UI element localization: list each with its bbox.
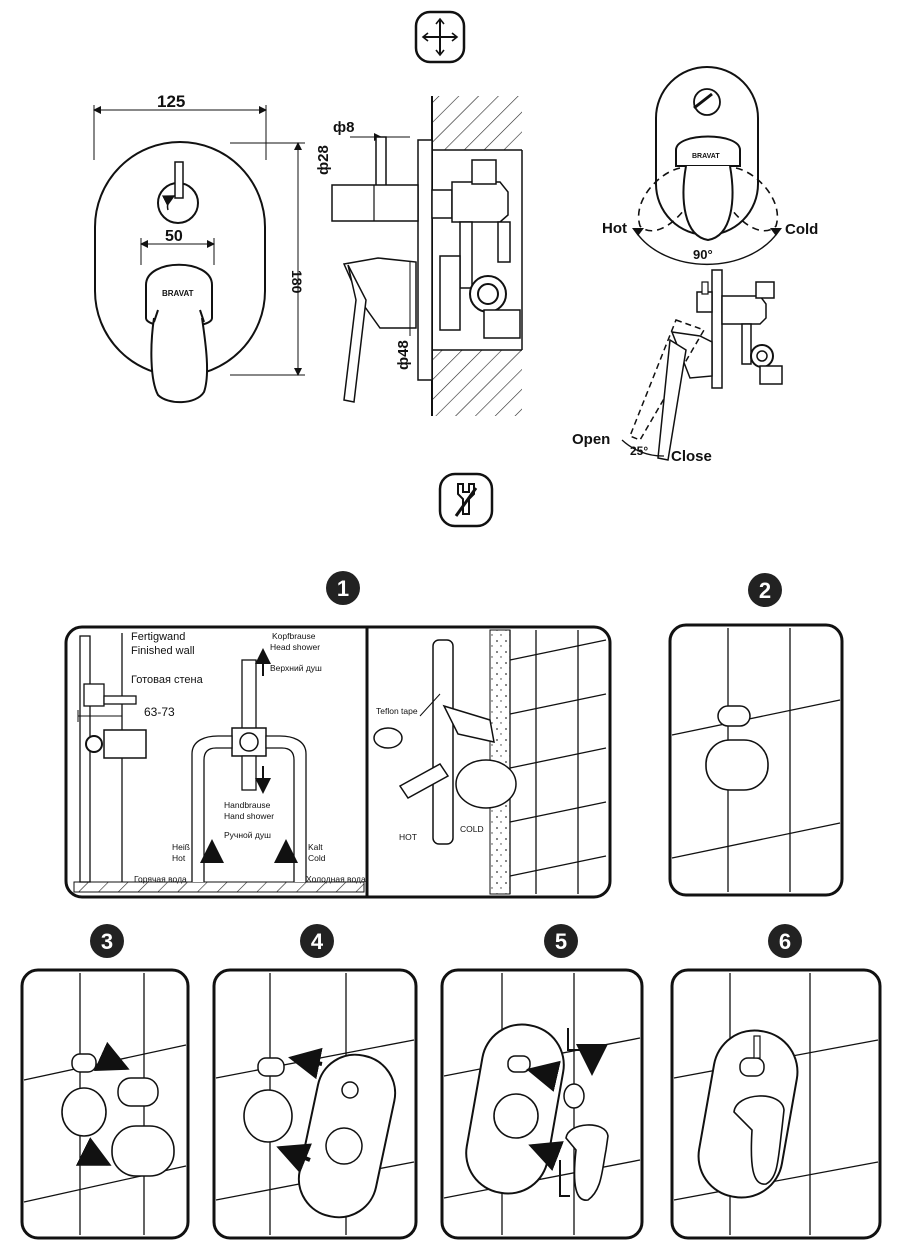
svg-text:1: 1 bbox=[337, 576, 349, 601]
wrench-tools-icon bbox=[438, 472, 494, 528]
depth-range-label: 63-73 bbox=[144, 705, 175, 719]
cold-de: Kalt bbox=[308, 842, 323, 852]
step-5-panel bbox=[440, 968, 644, 1240]
open-label: Open bbox=[572, 431, 610, 448]
wall-label-ru: Готовая стена bbox=[131, 674, 204, 686]
hot-de: Heiß bbox=[172, 842, 190, 852]
cold-en: Cold bbox=[308, 853, 326, 863]
step-badge-5: 5 bbox=[544, 924, 578, 958]
teflon-tape-label: Teflon tape bbox=[376, 706, 418, 716]
close-label: Close bbox=[671, 448, 712, 465]
step-badge-6: 6 bbox=[768, 924, 802, 958]
svg-text:3: 3 bbox=[101, 929, 113, 954]
step-1-panel: 63-73 Fertigwand Finished wall Готовая с… bbox=[64, 625, 612, 899]
crosshair-dimensions-icon bbox=[414, 10, 466, 64]
svg-text:4: 4 bbox=[311, 929, 324, 954]
cold-ru: Холодная вода bbox=[306, 874, 366, 884]
step-badge-2: 2 bbox=[748, 573, 782, 607]
step-4-panel bbox=[212, 968, 418, 1240]
step-2-panel bbox=[668, 623, 844, 897]
head-shower-en: Head shower bbox=[270, 642, 320, 652]
hot-en: Hot bbox=[172, 853, 186, 863]
step-3-panel bbox=[20, 968, 190, 1240]
svg-text:2: 2 bbox=[759, 578, 771, 603]
head-shower-ru: Верхний душ bbox=[270, 663, 322, 673]
dim-pin-label: ф8 bbox=[333, 119, 354, 136]
wall-label-en: Finished wall bbox=[131, 645, 195, 657]
dim-cartridge-label: ф48 bbox=[395, 340, 412, 370]
hand-shower-de: Handbrause bbox=[224, 800, 271, 810]
svg-text:BRAVAT: BRAVAT bbox=[692, 153, 720, 160]
hand-shower-en: Hand shower bbox=[224, 811, 274, 821]
cold-caps-label: COLD bbox=[460, 824, 484, 834]
step-badge-1: 1 bbox=[326, 571, 360, 605]
step-badge-3: 3 bbox=[90, 924, 124, 958]
operation-drawing: BRAVAT Hot Cold 90° Open 25° Close bbox=[572, 66, 818, 465]
dim-height-label: 180 bbox=[289, 270, 305, 294]
svg-text:5: 5 bbox=[555, 929, 567, 954]
cold-label: Cold bbox=[785, 221, 818, 238]
svg-text:6: 6 bbox=[779, 929, 791, 954]
head-shower-de: Kopfbrause bbox=[272, 631, 316, 641]
hot-ru: Горячая вода bbox=[134, 874, 187, 884]
tilt-angle-label: 25° bbox=[630, 444, 648, 458]
hot-label: Hot bbox=[602, 220, 627, 237]
front-view-drawing: 125 180 50 BRAVAT bbox=[93, 92, 305, 404]
step-badge-4: 4 bbox=[300, 924, 334, 958]
rotation-angle-label: 90° bbox=[693, 247, 713, 262]
brand-logo: BRAVAT bbox=[162, 289, 194, 298]
dim-body-label: ф28 bbox=[315, 145, 332, 175]
dim-width-label: 125 bbox=[157, 92, 185, 111]
hand-shower-ru: Ручной душ bbox=[224, 830, 271, 840]
side-view-drawing: ф8 ф28 ф48 bbox=[315, 96, 523, 416]
dim-handle-label: 50 bbox=[165, 228, 183, 245]
wall-label-de: Fertigwand bbox=[131, 631, 185, 643]
hot-caps-label: HOT bbox=[399, 832, 417, 842]
step-6-panel bbox=[670, 968, 882, 1240]
